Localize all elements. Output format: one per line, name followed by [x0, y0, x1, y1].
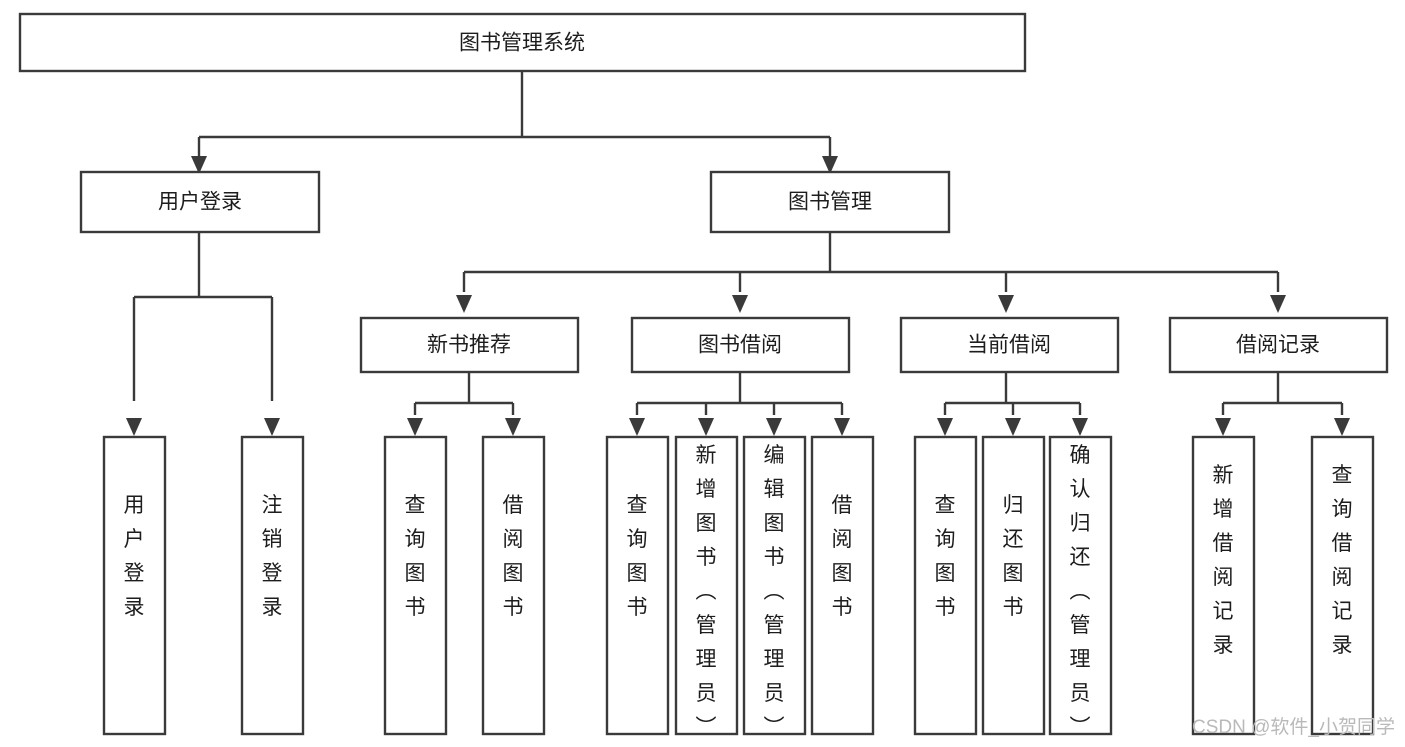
leaf-borrow-book-1-box[interactable] — [481, 435, 546, 736]
arrow-leaf-query-book-1 — [407, 418, 423, 436]
arrow-leaf-query-book-2 — [629, 418, 645, 436]
arrow-borrow-record — [1270, 295, 1286, 313]
node-new-book-recommend[interactable]: 新书推荐 — [359, 316, 580, 374]
leaf-query-book-1-box[interactable] — [383, 435, 448, 736]
node-book-management-box[interactable] — [709, 170, 951, 234]
node-borrow-record[interactable]: 借阅记录 — [1168, 316, 1389, 374]
arrow-leaf-add-record — [1215, 418, 1231, 436]
node-root-label: 图书管理系统 — [459, 32, 585, 55]
arrow-leaf-return-book — [1005, 418, 1021, 436]
leaf-borrow-book-2-box[interactable] — [810, 435, 875, 736]
node-book-management-label: 图书管理 — [788, 191, 872, 214]
leaf-query-book-3-box[interactable] — [913, 435, 978, 736]
arrow-new-book-recommend — [456, 295, 472, 313]
leaf-add-book-box[interactable] — [674, 435, 739, 736]
leaf-query-book-3[interactable]: 查询图书 — [913, 435, 978, 736]
leaf-user-login[interactable]: 用户登录 — [102, 435, 167, 736]
leaf-confirm-return-label: 确认归还︵管理员︶ — [1070, 444, 1091, 739]
leaf-add-record-label: 新增借阅记录 — [1213, 464, 1234, 657]
leaf-logout-box[interactable] — [240, 435, 305, 736]
leaf-user-login-box[interactable] — [102, 435, 167, 736]
node-borrow-record-box[interactable] — [1168, 316, 1389, 374]
leaf-borrow-book-2[interactable]: 借阅图书 — [810, 435, 875, 736]
leaf-query-book-2-label: 查询图书 — [627, 494, 648, 619]
leaf-edit-book[interactable]: 编辑图书︵管理员︶ — [742, 435, 807, 739]
leaf-add-record[interactable]: 新增借阅记录 — [1191, 435, 1256, 736]
arrow-leaf-confirm-return — [1072, 418, 1088, 436]
node-user-login[interactable]: 用户登录 — [79, 170, 321, 234]
node-new-book-recommend-box[interactable] — [359, 316, 580, 374]
arrow-leaf-query-book-3 — [937, 418, 953, 436]
arrow-leaf-user-login — [126, 418, 142, 436]
leaf-logout-label: 注销登录 — [262, 494, 283, 619]
leaf-query-book-2[interactable]: 查询图书 — [605, 435, 670, 736]
watermark-label: CSDN @软件_小贺同学 — [1192, 716, 1395, 738]
leaf-query-record[interactable]: 查询借阅记录 — [1310, 435, 1375, 736]
arrow-leaf-edit-book — [766, 418, 782, 436]
node-book-borrow-box[interactable] — [630, 316, 851, 374]
leaf-return-book-box[interactable] — [981, 435, 1046, 736]
node-current-borrow-box[interactable] — [899, 316, 1120, 374]
leaf-logout[interactable]: 注销登录 — [240, 435, 305, 736]
leaf-return-book-label: 归还图书 — [1003, 494, 1024, 619]
leaf-query-record-label: 查询借阅记录 — [1332, 464, 1353, 657]
node-book-management[interactable]: 图书管理 — [709, 170, 951, 234]
connector-layer — [126, 71, 1350, 436]
leaf-edit-book-box[interactable] — [742, 435, 807, 736]
leaf-borrow-book-1-label: 借阅图书 — [503, 494, 524, 619]
node-root-box[interactable] — [18, 12, 1027, 73]
node-book-borrow[interactable]: 图书借阅 — [630, 316, 851, 374]
leaf-add-record-box[interactable] — [1191, 435, 1256, 736]
node-root[interactable]: 图书管理系统 — [18, 12, 1027, 73]
leaf-query-book-2-box[interactable] — [605, 435, 670, 736]
arrow-leaf-logout — [264, 418, 280, 436]
leaf-query-record-box[interactable] — [1310, 435, 1375, 736]
node-current-borrow[interactable]: 当前借阅 — [899, 316, 1120, 374]
leaf-add-book[interactable]: 新增图书︵管理员︶ — [674, 435, 739, 739]
node-user-login-label: 用户登录 — [158, 191, 242, 214]
arrow-leaf-borrow-book-2 — [834, 418, 850, 436]
leaf-query-book-3-label: 查询图书 — [935, 494, 956, 619]
arrow-leaf-borrow-book-1 — [505, 418, 521, 436]
leaf-query-book-1[interactable]: 查询图书 — [383, 435, 448, 736]
node-new-book-recommend-label: 新书推荐 — [427, 334, 511, 357]
leaf-confirm-return[interactable]: 确认归还︵管理员︶ — [1048, 435, 1113, 739]
arrow-current-borrow — [998, 295, 1014, 313]
leaf-query-book-1-label: 查询图书 — [405, 494, 426, 619]
arrow-book-borrow — [732, 295, 748, 313]
leaf-edit-book-label: 编辑图书︵管理员︶ — [764, 444, 785, 739]
leaf-return-book[interactable]: 归还图书 — [981, 435, 1046, 736]
leaf-user-login-label: 用户登录 — [124, 494, 145, 619]
leaf-add-book-label: 新增图书︵管理员︶ — [696, 444, 717, 739]
node-borrow-record-label: 借阅记录 — [1236, 334, 1320, 357]
node-book-borrow-label: 图书借阅 — [698, 334, 782, 357]
arrow-leaf-add-book — [698, 418, 714, 436]
leaf-borrow-book-2-label: 借阅图书 — [832, 494, 853, 619]
leaf-confirm-return-box[interactable] — [1048, 435, 1113, 736]
leaf-borrow-book-1[interactable]: 借阅图书 — [481, 435, 546, 736]
arrow-leaf-query-record — [1334, 418, 1350, 436]
node-current-borrow-label: 当前借阅 — [967, 334, 1051, 357]
node-user-login-box[interactable] — [79, 170, 321, 234]
